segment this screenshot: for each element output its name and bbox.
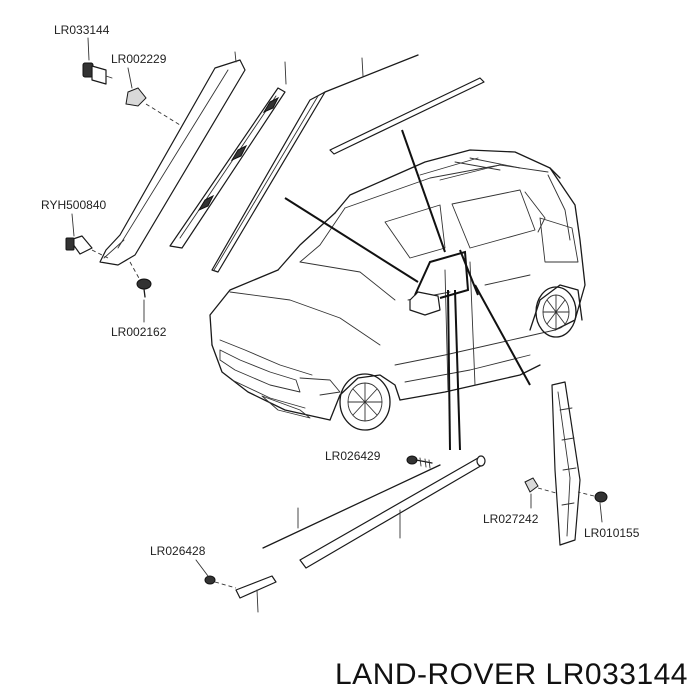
cap-lr002229 bbox=[125, 87, 181, 126]
sill-moulding bbox=[262, 455, 486, 569]
label-lr002162: LR002162 bbox=[111, 325, 167, 339]
label-lr033144: LR033144 bbox=[54, 23, 110, 37]
label-lr026429: LR026429 bbox=[325, 449, 381, 463]
pillar-seal bbox=[169, 61, 287, 249]
screw-lr010155 bbox=[577, 491, 608, 503]
roof-molding-long bbox=[211, 54, 419, 273]
clip-ryh500840 bbox=[65, 235, 109, 259]
label-lr002229: LR002229 bbox=[111, 52, 167, 66]
a-pillar-trim bbox=[99, 51, 246, 266]
clip-lr027242 bbox=[524, 477, 557, 494]
footer-part-title: LAND-ROVER LR033144 bbox=[335, 658, 688, 691]
b-pillar-trim bbox=[551, 381, 581, 546]
vehicle-illustration bbox=[209, 149, 586, 431]
trim-lr026428 bbox=[204, 575, 277, 613]
label-lr026428: LR026428 bbox=[150, 544, 206, 558]
clip-lr033144 bbox=[82, 62, 113, 85]
label-lr027242: LR027242 bbox=[483, 512, 539, 526]
roof-strip bbox=[329, 77, 485, 155]
screw-lr026429 bbox=[406, 455, 433, 469]
label-lr010155: LR010155 bbox=[584, 526, 640, 540]
leader-lines bbox=[284, 129, 531, 451]
screw-lr002162 bbox=[129, 261, 152, 298]
label-ryh500840: RYH500840 bbox=[41, 198, 106, 212]
